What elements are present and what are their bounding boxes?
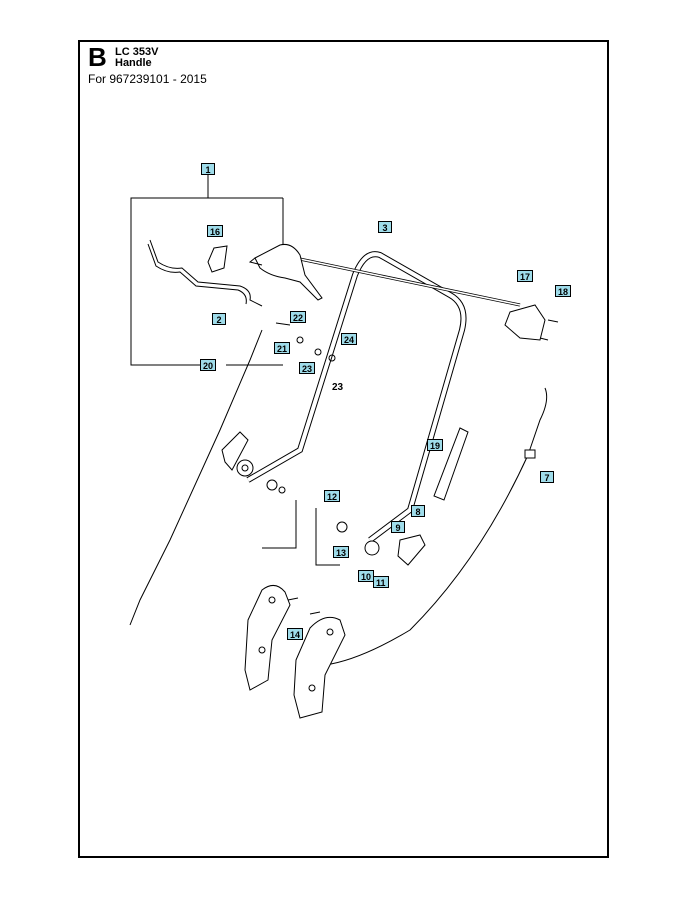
- part-16-cap: [207, 245, 228, 273]
- callout-12: 12: [324, 490, 341, 502]
- section-letter: B: [88, 42, 107, 72]
- cable-7: [324, 387, 548, 666]
- callout-18: 18: [555, 285, 572, 297]
- part-17-block: [504, 304, 546, 341]
- mount-hole: [308, 684, 316, 692]
- callout-19: 19: [427, 439, 444, 451]
- crossbar-inner: [294, 257, 521, 306]
- for-line: For 967239101 - 2015: [88, 72, 207, 86]
- callout-23: 23: [299, 362, 316, 374]
- callout-24: 24: [341, 333, 358, 345]
- bracket-line: [262, 500, 297, 549]
- callout-23-plain: 23: [332, 382, 344, 393]
- model-name: LC 353V: [115, 46, 159, 58]
- screw-18: [547, 319, 559, 323]
- nut: [278, 486, 286, 494]
- callout-8: 8: [411, 505, 425, 517]
- cable-7-clip: [524, 449, 536, 459]
- mount-bracket-left: [244, 585, 291, 691]
- part-13-nut: [336, 521, 348, 533]
- callout-3: 3: [378, 221, 392, 233]
- handle-tube-inner: [247, 252, 466, 542]
- handle-tube: [246, 251, 467, 543]
- washer: [266, 479, 278, 491]
- screw-18b: [539, 337, 549, 341]
- lower-left-clamp: [221, 431, 249, 471]
- mount-hole: [258, 646, 266, 654]
- callout-14: 14: [287, 628, 304, 640]
- screw: [309, 611, 321, 615]
- knob-inner: [241, 464, 249, 472]
- callout-22: 22: [290, 311, 307, 323]
- callout-16: 16: [207, 225, 224, 237]
- callout-9: 9: [391, 521, 405, 533]
- mount-hole: [326, 628, 334, 636]
- callout-7: 7: [540, 471, 554, 483]
- bail-wire-2: [147, 243, 247, 305]
- callout-10: 10: [358, 570, 375, 582]
- screw: [287, 597, 299, 601]
- mount-bracket-right: [293, 616, 346, 719]
- part-9-lever: [397, 534, 426, 566]
- diagram-frame: [78, 40, 609, 858]
- knob: [236, 459, 254, 477]
- part-10-knob: [364, 540, 380, 556]
- callout-11: 11: [373, 576, 389, 588]
- callout-17: 17: [517, 270, 534, 282]
- mount-hole: [268, 596, 276, 604]
- part-22-bolt: [275, 322, 291, 326]
- callout-1: 1: [201, 163, 215, 175]
- part-19-foam: [433, 427, 469, 501]
- assembly-name: Handle: [115, 57, 152, 69]
- callout-21: 21: [274, 342, 291, 354]
- bail-wire: [149, 239, 263, 307]
- part-24-nut: [328, 354, 336, 362]
- callout-13: 13: [333, 546, 350, 558]
- grip-lever: [248, 257, 263, 266]
- cable-20: [129, 329, 263, 626]
- part-23-nut: [314, 348, 322, 356]
- callout-2: 2: [212, 313, 226, 325]
- callout-20: 20: [200, 359, 217, 371]
- bracket-line: [315, 508, 340, 566]
- bracket-line: [130, 197, 283, 366]
- part-21-washer: [296, 336, 304, 344]
- control-grip: [254, 244, 323, 301]
